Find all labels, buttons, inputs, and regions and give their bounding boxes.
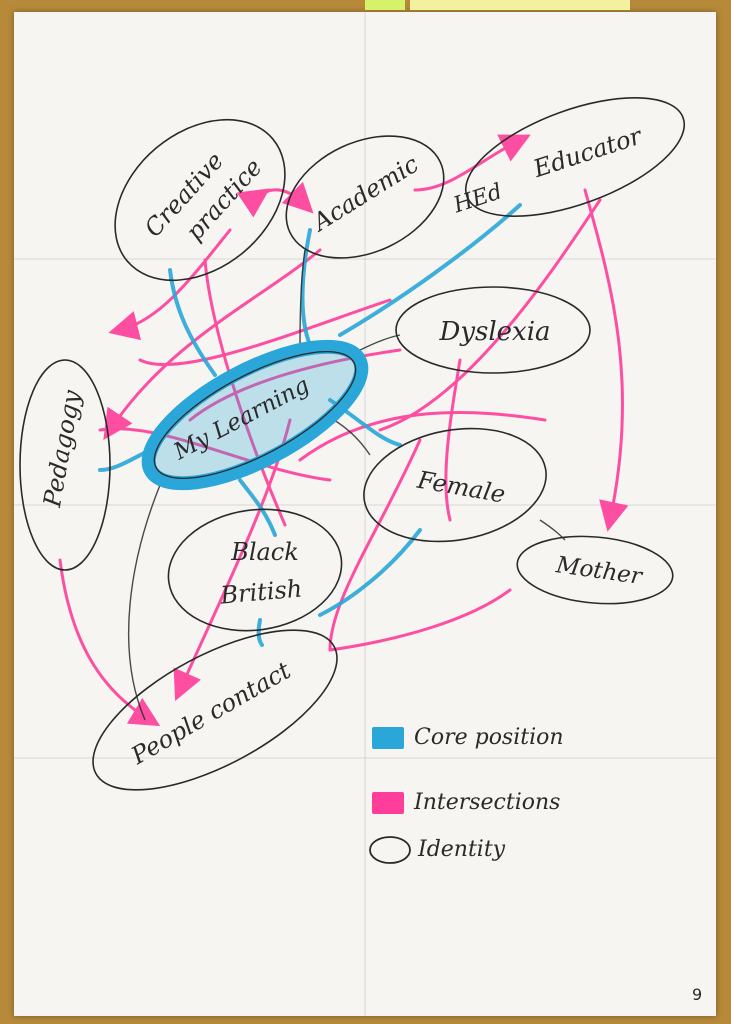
blue-line-1: [168, 268, 217, 377]
central-node: [141, 339, 369, 491]
ellipse-mother: [516, 535, 674, 605]
legend-swatch-pink: [372, 791, 404, 814]
connector-learning-academic: [299, 249, 306, 346]
pink-line-2: [413, 134, 531, 192]
label-hed-prefix: HEd: [450, 179, 506, 218]
legend-swatch-blue: [372, 726, 404, 749]
ellipse-hed-educator: [464, 97, 686, 217]
pink-line-3: [583, 188, 629, 532]
legend-intersections-label: Intersections: [414, 790, 561, 815]
label-dyslexia: Dyslexia: [438, 317, 550, 347]
legend-intersections: Intersections: [372, 790, 560, 815]
label-mother: Mother: [554, 552, 646, 590]
ellipse-black-british: [167, 508, 343, 632]
central-ellipse-blue: [141, 339, 369, 491]
pink-line-12: [444, 358, 462, 522]
pink-line-11: [328, 588, 512, 652]
ellipse-academic: [285, 135, 445, 259]
label-female: Female: [414, 465, 507, 508]
sticky-note-yellow: [410, 0, 630, 10]
pink-line-15: [298, 410, 547, 462]
connector-learning-people: [127, 484, 161, 721]
label-academic: Academic: [306, 150, 423, 238]
pink-line-14: [98, 427, 332, 482]
label-black: Black: [230, 538, 299, 566]
blue-line-5: [238, 478, 277, 537]
blue-line-7: [318, 528, 422, 617]
label-people-contact: People contact: [126, 656, 296, 770]
fold-line-horizontal-3: [14, 757, 716, 759]
pink-line-4: [378, 198, 602, 432]
pink-line-7: [188, 348, 402, 422]
label-hed-educator: Educator: [529, 121, 646, 183]
ellipse-dyslexia: [395, 286, 591, 374]
blue-line-3: [338, 203, 522, 337]
pink-line-16: [138, 298, 392, 367]
pink-line-8: [58, 558, 161, 727]
identity-ellipses: [19, 97, 686, 791]
page-number: 9: [692, 985, 703, 1004]
paper-sheet: [14, 12, 716, 1016]
central-ellipse-outline: [153, 351, 357, 479]
ellipse-pedagogy: [19, 359, 111, 571]
ellipse-female: [363, 427, 547, 543]
legend-identity-label: Identity: [418, 837, 506, 862]
blue-line-2: [300, 228, 312, 347]
ellipse-creative-practice: [114, 118, 286, 282]
label-pedagogy: Pedagogy: [38, 388, 86, 510]
legend-core-position: Core position: [372, 725, 564, 750]
pink-line-10: [328, 438, 422, 652]
fold-line-horizontal-1: [14, 258, 716, 260]
sticky-note-green: [365, 0, 405, 10]
blue-line-8: [256, 618, 264, 647]
legend-core-position-label: Core position: [414, 725, 564, 750]
connector-female-mother: [539, 519, 566, 541]
legend-identity-icon: [369, 836, 411, 864]
label-british: British: [218, 575, 303, 610]
ellipse-people-contact: [92, 629, 338, 791]
fold-line-vertical: [364, 12, 366, 1016]
